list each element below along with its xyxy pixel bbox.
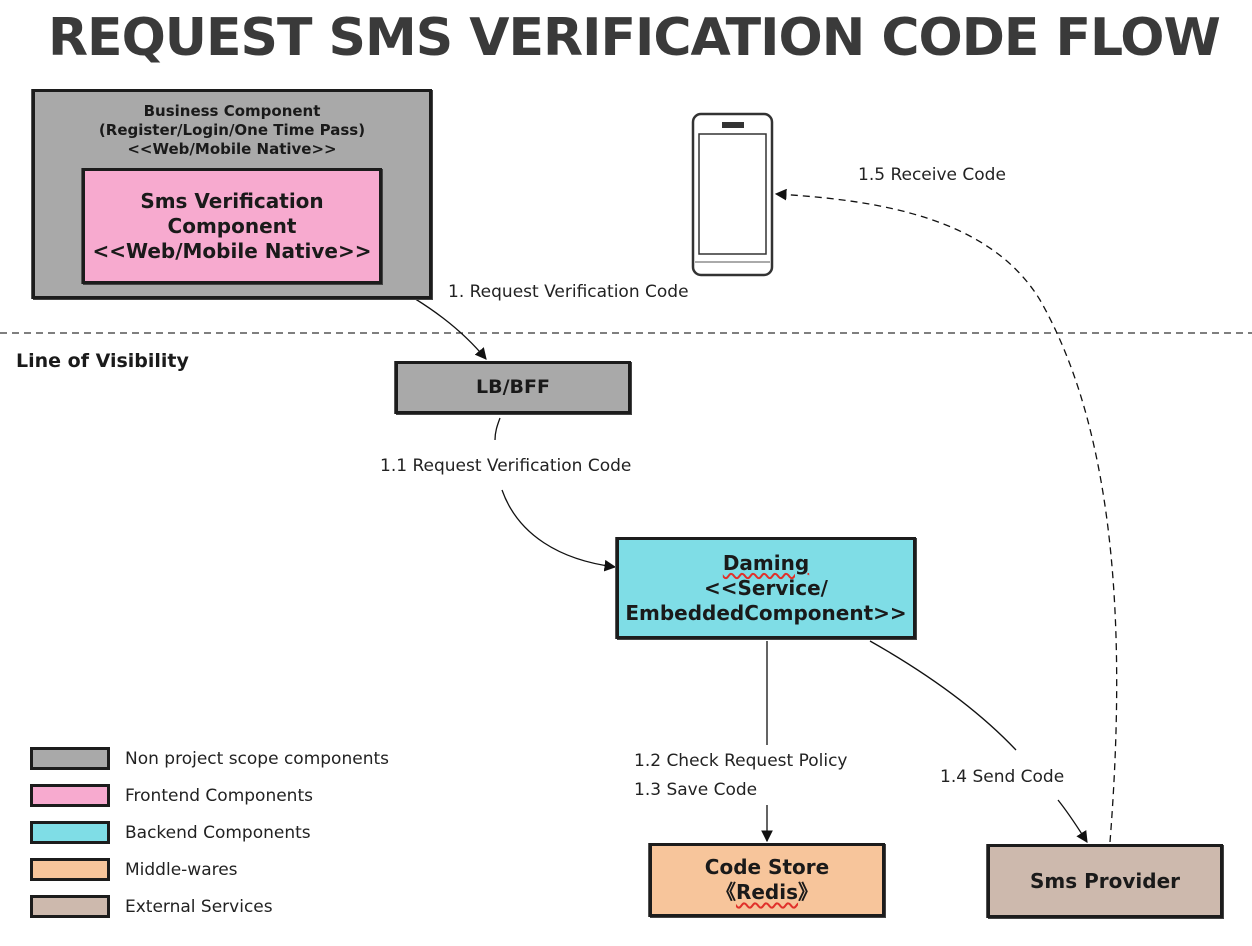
sms-provider-box: Sms Provider <box>987 844 1223 918</box>
sms-verification-component-box: Sms Verification Component <<Web/Mobile … <box>82 168 382 284</box>
edge-label-send-code: 1.4 Send Code <box>940 767 1065 787</box>
lb-bff-label: LB/BFF <box>476 375 550 398</box>
edge-provider-to-phone <box>774 188 1118 843</box>
sms-component-line1: Sms Verification <box>140 188 324 213</box>
code-store-tech: 《Redis》 <box>716 880 818 905</box>
legend-label: Middle-wares <box>125 859 238 880</box>
legend-item-external: External Services <box>30 888 389 925</box>
legend-swatch <box>30 784 110 807</box>
sms-provider-label: Sms Provider <box>1029 868 1180 893</box>
daming-stereotype-line2: EmbeddedComponent>> <box>625 600 907 625</box>
code-store-title: Code Store <box>704 855 830 879</box>
daming-title: Daming <box>723 551 809 576</box>
sms-component-stereotype: <<Web/Mobile Native>> <box>92 238 372 263</box>
daming-stereotype-line1: <<Service/ <box>704 575 828 600</box>
daming-name: Daming <box>722 550 810 575</box>
legend-item-frontend: Frontend Components <box>30 777 389 814</box>
legend-label: Frontend Components <box>125 785 313 806</box>
code-store-bracket-close: 》 <box>798 880 819 904</box>
code-store-box: Code Store 《Redis》 <box>649 843 885 917</box>
code-store-bracket-open: 《 <box>715 880 736 904</box>
edge-daming-to-provider-bottom <box>1057 799 1088 843</box>
legend-item-backend: Backend Components <box>30 814 389 851</box>
sms-component-line2: Component <box>167 213 297 238</box>
business-component-scope: (Register/Login/One Time Pass) <box>98 120 366 139</box>
edge-label-lb-request: 1.1 Request Verification Code <box>380 456 632 476</box>
legend-swatch <box>30 747 110 770</box>
edge-lb-stub <box>494 417 501 441</box>
edge-label-receive-code: 1.5 Receive Code <box>858 165 1006 185</box>
legend-label: Backend Components <box>125 822 311 843</box>
edge-lb-to-daming <box>501 489 617 572</box>
line-of-visibility-label: Line of Visibility <box>16 350 189 372</box>
code-store-redis: Redis <box>735 880 799 904</box>
lb-bff-box: LB/BFF <box>395 361 631 414</box>
diagram-title: REQUEST SMS VERIFICATION CODE FLOW <box>48 8 1221 68</box>
legend-item-middleware: Middle-wares <box>30 851 389 888</box>
legend-item-non-project: Non project scope components <box>30 740 389 777</box>
edge-label-save-code: 1.3 Save Code <box>634 780 758 800</box>
legend-label: External Services <box>125 896 273 917</box>
edge-label-check-policy: 1.2 Check Request Policy <box>634 751 848 771</box>
legend-swatch <box>30 895 110 918</box>
mobile-phone-icon <box>691 112 774 277</box>
edge-label-request: 1. Request Verification Code <box>448 282 689 302</box>
legend-swatch <box>30 858 110 881</box>
legend-label: Non project scope components <box>125 748 389 769</box>
legend-swatch <box>30 821 110 844</box>
legend: Non project scope components Frontend Co… <box>30 740 389 925</box>
business-component-title: Business Component <box>143 102 321 120</box>
business-component-stereotype: <<Web/Mobile Native>> <box>127 139 337 158</box>
edge-daming-to-provider-top <box>869 640 1017 751</box>
daming-service-box: Daming <<Service/ EmbeddedComponent>> <box>616 537 916 639</box>
